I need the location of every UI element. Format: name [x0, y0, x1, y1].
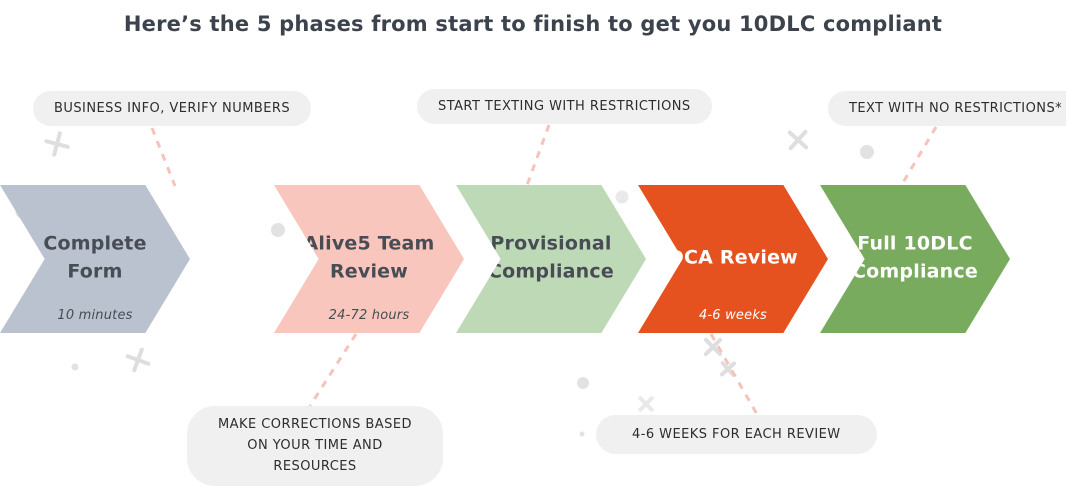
- phase-provisional-compliance: Provisional Compliance: [456, 185, 646, 333]
- phase-name: Provisional Compliance: [488, 232, 614, 282]
- dot-decoration: [271, 223, 285, 237]
- connector-line: [308, 333, 358, 407]
- callout-no-restrictions: TEXT WITH NO RESTRICTIONS*: [828, 91, 1066, 126]
- cross-decoration-icon: [638, 396, 654, 412]
- dot-decoration: [579, 431, 585, 437]
- dot-decoration: [577, 377, 589, 389]
- phase-name: DCA Review: [668, 246, 798, 269]
- phase-name: Alive5 Team Review: [303, 232, 435, 282]
- dot-decoration: [71, 363, 79, 371]
- phase-name: Complete Form: [43, 232, 147, 282]
- callout-business-info: BUSINESS INFO, VERIFY NUMBERS: [33, 91, 312, 126]
- phase-name: Full 10DLC Compliance: [852, 232, 978, 282]
- phase-duration: 4-6 weeks: [698, 308, 768, 323]
- cross-decoration-icon: [787, 129, 809, 151]
- callout-make-corrections: MAKE CORRECTIONS BASED ON YOUR TIME AND …: [187, 406, 443, 486]
- connector-line: [709, 333, 760, 417]
- phase-duration: 24-72 hours: [328, 308, 410, 323]
- phase-duration: 10 minutes: [57, 308, 133, 323]
- connector-line: [524, 124, 551, 189]
- dot-decoration: [860, 145, 874, 159]
- connector-line: [896, 126, 938, 192]
- plus-decoration-icon: [125, 347, 151, 373]
- cross-decoration-icon: [720, 361, 736, 377]
- callout-start-texting: START TEXTING WITH RESTRICTIONS: [417, 89, 712, 124]
- page-title: Here’s the 5 phases from start to finish…: [123, 12, 943, 36]
- cross-decoration-icon: [703, 337, 723, 357]
- callout-weeks-per-review: 4-6 WEEKS FOR EACH REVIEW: [596, 415, 877, 454]
- connector-line: [150, 127, 177, 187]
- dot-decoration: [615, 190, 629, 204]
- plus-decoration-icon: [44, 131, 70, 157]
- phase-complete-form: Complete Form 10 minutes: [0, 185, 190, 333]
